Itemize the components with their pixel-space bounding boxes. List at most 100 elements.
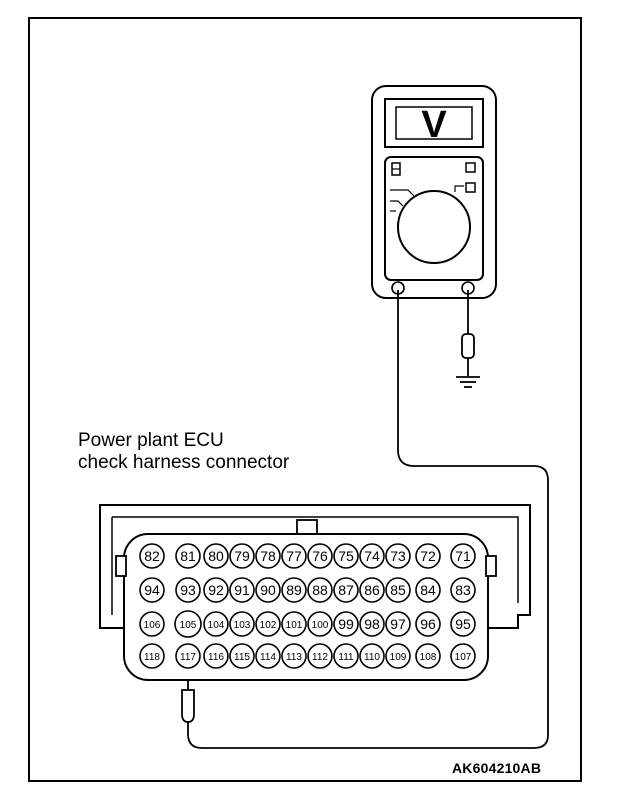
connector-pin xyxy=(307,643,333,669)
connector-pin xyxy=(415,577,441,603)
connector-pin-label: 100 xyxy=(312,620,329,631)
connector-pin xyxy=(203,543,229,569)
connector-pin-label: 109 xyxy=(390,652,407,663)
connector-pin-label: 72 xyxy=(420,548,436,564)
connector-pin xyxy=(415,643,441,669)
connector-pin xyxy=(281,577,307,603)
connector-title-line1: Power plant ECU xyxy=(78,430,224,451)
connector-pin xyxy=(175,577,201,603)
connector-side-latch-right xyxy=(485,555,497,577)
connector-pin xyxy=(307,577,333,603)
connector-pin xyxy=(255,543,281,569)
connector-pin-label: 115 xyxy=(234,652,250,663)
connector-pin-label: 116 xyxy=(208,652,224,663)
connector-title-line2: check harness connector xyxy=(78,452,290,473)
connector-pin xyxy=(359,577,385,603)
probe-tip xyxy=(181,666,195,723)
ground-lead xyxy=(461,290,475,376)
connector-caption: Power plant ECU check harness connector xyxy=(78,430,289,474)
connector-pin xyxy=(359,643,385,669)
connector-pin xyxy=(385,643,411,669)
connector-pin xyxy=(139,543,165,569)
connector-pin xyxy=(203,611,229,637)
connector-pin xyxy=(139,611,165,637)
connector-pin-label: 108 xyxy=(420,652,437,663)
connector-pin xyxy=(385,611,411,637)
voltmeter-switch-right-top xyxy=(465,162,476,173)
connector-pin-label: 97 xyxy=(390,616,406,632)
connector-pin xyxy=(229,577,255,603)
connector-pin xyxy=(255,611,281,637)
connector-pin-label: 95 xyxy=(455,616,471,632)
connector-pin xyxy=(174,610,202,638)
connector-pin xyxy=(385,543,411,569)
connector-pin-label: 104 xyxy=(208,620,225,631)
connector-pin-label: 96 xyxy=(420,616,436,632)
voltmeter-mode-symbol: V xyxy=(421,104,447,146)
connector-pin-label: 77 xyxy=(286,548,302,564)
connector-pin-label: 73 xyxy=(390,548,406,564)
connector-pin-label: 90 xyxy=(260,582,276,598)
connector-pin-label: 81 xyxy=(180,548,196,564)
connector-pin xyxy=(450,577,476,603)
connector-pin-label: 112 xyxy=(312,652,328,663)
connector-pin xyxy=(333,643,359,669)
connector-pin xyxy=(281,543,307,569)
connector-pin-label: 105 xyxy=(180,620,197,631)
connector-pin xyxy=(450,611,476,637)
connector-pin-label: 82 xyxy=(144,548,160,564)
connector-pin-label: 102 xyxy=(260,620,277,631)
connector-pin xyxy=(203,643,229,669)
connector-pin-label: 84 xyxy=(420,582,436,598)
connector-pin-label: 94 xyxy=(144,582,160,598)
connector-pin xyxy=(175,543,201,569)
connector-pin xyxy=(175,643,201,669)
connector-pin-label: 86 xyxy=(364,582,380,598)
connector-pin-label: 111 xyxy=(338,652,354,663)
connector-pin-label: 103 xyxy=(234,620,251,631)
connector-pin-label: 98 xyxy=(364,616,380,632)
connector-side-latch-left xyxy=(115,555,127,577)
connector-pin-label: 101 xyxy=(286,620,303,631)
connector-pin xyxy=(229,543,255,569)
connector-pin-label: 85 xyxy=(390,582,406,598)
connector-pin xyxy=(255,643,281,669)
connector-pin xyxy=(359,611,385,637)
connector-pin-label: 75 xyxy=(338,548,354,564)
connector-pin-label: 91 xyxy=(234,582,250,598)
figure-code: AK604210AB xyxy=(452,760,542,776)
connector-pin xyxy=(139,643,165,669)
connector-pin xyxy=(281,611,307,637)
connector-pin xyxy=(450,543,476,569)
connector-pin xyxy=(307,543,333,569)
connector-pin xyxy=(385,577,411,603)
connector-pin xyxy=(415,543,441,569)
connector-pin-label: 89 xyxy=(286,582,302,598)
ground-symbol xyxy=(456,376,480,388)
connector-key-tab xyxy=(296,519,318,535)
connector-pin-label: 74 xyxy=(364,548,380,564)
connector-pin xyxy=(229,611,255,637)
connector-pin-label: 110 xyxy=(364,652,380,663)
connector-pin xyxy=(333,611,359,637)
connector-pin-label: 114 xyxy=(260,652,276,663)
connector-pin-label: 92 xyxy=(208,582,224,598)
connector-pin-label: 80 xyxy=(208,548,224,564)
voltmeter-switch-right-bottom xyxy=(465,182,476,193)
connector-pin-label: 87 xyxy=(338,582,354,598)
figure-frame xyxy=(28,17,582,782)
connector-pin xyxy=(139,577,165,603)
probe-wire xyxy=(187,290,549,749)
voltmeter-selector-dial xyxy=(397,190,471,264)
connector-pin-label: 71 xyxy=(455,548,471,564)
connector-pin xyxy=(359,543,385,569)
connector-pin-label: 88 xyxy=(312,582,328,598)
ground-lead-clip xyxy=(461,333,475,359)
connector-pin-label: 83 xyxy=(455,582,471,598)
connector-pin-label: 118 xyxy=(144,652,160,663)
connector-pin xyxy=(450,643,476,669)
